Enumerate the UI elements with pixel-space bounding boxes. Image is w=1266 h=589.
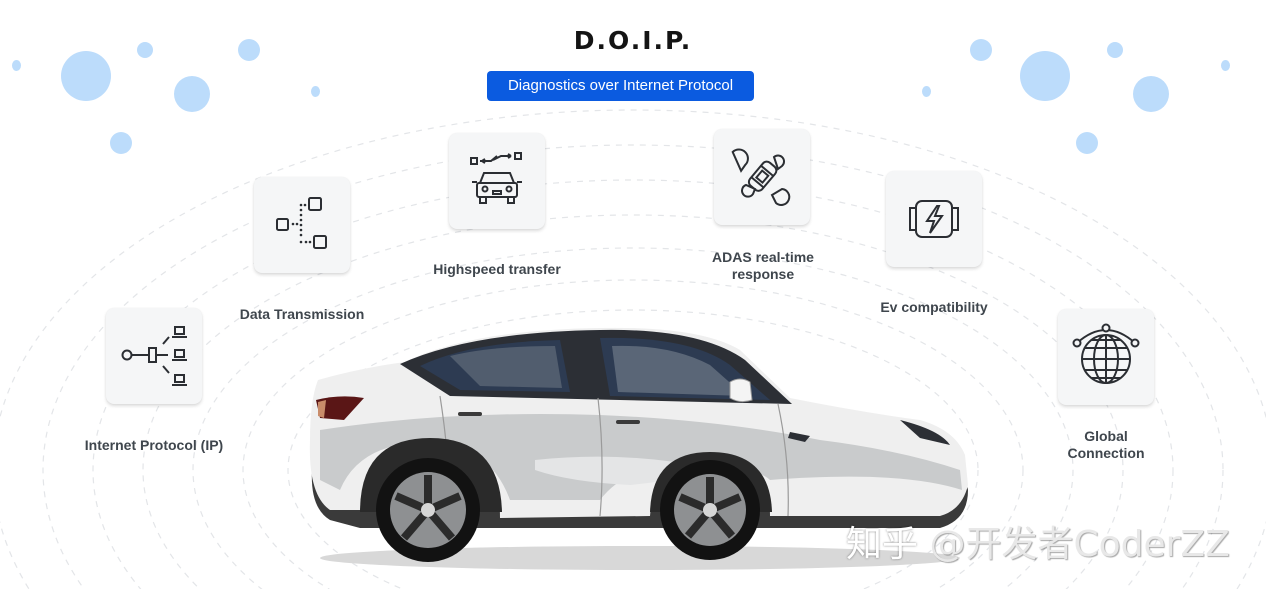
page-title: D.O.I.P. <box>573 26 693 55</box>
decorative-bubble <box>12 60 21 71</box>
feature-card-ev-compatibility <box>886 171 982 267</box>
network-topology-icon <box>121 326 187 386</box>
decorative-bubble <box>238 39 260 61</box>
feature-label-adas-line1: ADAS real-time <box>712 249 814 265</box>
car-illustration <box>309 327 968 570</box>
feature-label-data-transmission: Data Transmission <box>239 306 365 322</box>
decorative-bubble <box>1221 60 1230 71</box>
watermark-brand: 知乎 <box>846 524 919 565</box>
subtitle-badge: Diagnostics over Internet Protocol <box>487 71 754 101</box>
car-data-transfer-icon <box>470 152 522 204</box>
watermark: 知乎 @开发者CoderZZ <box>846 515 1230 567</box>
feature-label-internet-protocol: Internet Protocol (IP) <box>84 437 224 453</box>
feature-label-global-connection: Global Connection <box>1016 428 1196 462</box>
decorative-bubble <box>1076 132 1098 154</box>
decorative-bubble <box>1107 42 1123 58</box>
ev-battery-bolt-icon <box>909 200 959 238</box>
adas-sensor-car-icon <box>731 148 791 206</box>
feature-label-adas-line2: response <box>731 266 795 282</box>
feature-card-adas <box>714 129 810 225</box>
globe-network-icon <box>1072 323 1140 384</box>
feature-card-data-transmission <box>254 177 350 273</box>
decorative-bubble <box>61 51 111 101</box>
feature-label-adas: ADAS real-time response <box>673 249 853 283</box>
decorative-bubble <box>1133 76 1169 112</box>
feature-label-global-line1: Global <box>1084 428 1128 444</box>
feature-label-highspeed-transfer: Highspeed transfer <box>433 261 561 277</box>
feature-label-global-line2: Connection <box>1067 445 1145 461</box>
decorative-bubble <box>970 39 992 61</box>
data-flow-icon <box>276 197 327 249</box>
decorative-bubble <box>110 132 132 154</box>
feature-label-ev-compatibility: Ev compatibility <box>880 299 988 315</box>
feature-card-internet-protocol <box>106 308 202 404</box>
decorative-bubble <box>311 86 320 97</box>
decorative-bubble <box>137 42 153 58</box>
decorative-bubble <box>1020 51 1070 101</box>
decorative-bubble <box>174 76 210 112</box>
decorative-bubble <box>922 86 931 97</box>
watermark-handle: @开发者CoderZZ <box>929 524 1230 565</box>
feature-card-global-connection <box>1058 309 1154 405</box>
feature-card-highspeed-transfer <box>449 133 545 229</box>
